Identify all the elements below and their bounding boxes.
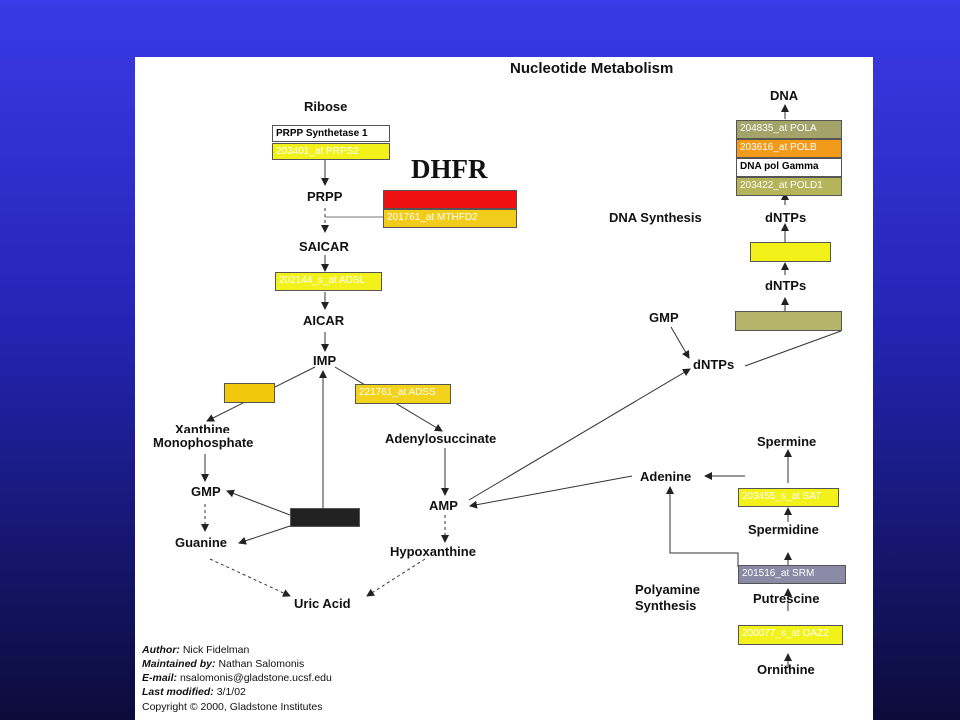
gene-box-black[interactable] bbox=[290, 508, 360, 527]
metabolite-spermine: Spermine bbox=[757, 434, 817, 449]
diagram-title: Nucleotide Metabolism bbox=[510, 60, 674, 77]
metabolite-prpp: PRPP bbox=[307, 189, 343, 204]
metabolite-putrescine: Putrescine bbox=[753, 591, 820, 606]
gene-box-pol-gamma[interactable]: DNA pol Gamma bbox=[736, 158, 842, 177]
gene-box-dna-yellow[interactable] bbox=[750, 242, 831, 262]
metabolite-gmp-left: GMP bbox=[191, 484, 221, 499]
metabolite-monophosphate: Monophosphate bbox=[153, 435, 254, 450]
dhfr-annotation: DHFR bbox=[411, 154, 488, 184]
gene-box-sat[interactable]: 203455_s_at SAT bbox=[738, 488, 839, 507]
credit-email: E-mail: nsalomonis@gladstone.ucsf.edu bbox=[142, 672, 332, 684]
metabolite-hypoxanthine: Hypoxanthine bbox=[390, 544, 476, 559]
metabolite-dna: DNA bbox=[770, 88, 799, 103]
gene-box-adss[interactable]: 221761_at ADSS bbox=[355, 384, 451, 404]
gene-box-prps2[interactable]: 203401_at PRPS2 bbox=[272, 143, 390, 160]
credit-last-modified: Last modified: 3/1/02 bbox=[142, 686, 246, 698]
gene-box-prpp-synthetase[interactable]: PRPP Synthetase 1 bbox=[272, 125, 390, 142]
gene-box-dna-olive[interactable] bbox=[735, 311, 842, 331]
metabolite-saicar: SAICAR bbox=[299, 239, 349, 254]
credit-author: Author: Nick Fidelman bbox=[142, 644, 250, 656]
metabolite-imp: IMP bbox=[313, 353, 337, 368]
metabolite-xanthine: Xanthine bbox=[175, 423, 230, 433]
gene-box-pola[interactable]: 204835_at POLA bbox=[736, 120, 842, 139]
gene-box-srm[interactable]: 201516_at SRM bbox=[738, 565, 846, 584]
gene-box-polb[interactable]: 203616_at POLB bbox=[736, 139, 842, 158]
metabolite-uric-acid: Uric Acid bbox=[294, 596, 351, 611]
slide: Nucleotide Metabolism DHFR Ribose PRPP S… bbox=[135, 57, 873, 720]
credit-maintained: Maintained by: Nathan Salomonis bbox=[142, 658, 305, 670]
metabolite-aicar: AICAR bbox=[303, 313, 345, 328]
metabolite-dntps-bottom: dNTPs bbox=[693, 357, 735, 372]
process-dna-synthesis: DNA Synthesis bbox=[609, 210, 702, 225]
metabolite-gmp-right: GMP bbox=[649, 310, 679, 325]
metabolite-dntps-mid: dNTPs bbox=[765, 278, 807, 293]
gene-box-adsl[interactable]: 202144_s_at ADSL bbox=[275, 272, 382, 291]
metabolite-adenine: Adenine bbox=[640, 469, 692, 484]
metabolite-spermidine: Spermidine bbox=[748, 522, 819, 537]
metabolite-guanine: Guanine bbox=[175, 535, 228, 550]
gene-box-left-unlabeled[interactable] bbox=[224, 383, 275, 403]
gene-box-pold1[interactable]: 203422_at POLD1 bbox=[736, 177, 842, 196]
pathway-arrows bbox=[201, 104, 842, 668]
metabolite-amp: AMP bbox=[429, 498, 458, 513]
metabolite-ribose: Ribose bbox=[304, 99, 348, 114]
gene-box-mthfd2[interactable]: 201761_at MTHFD2 bbox=[383, 209, 517, 228]
process-polyamine-synthesis: Polyamine Synthesis bbox=[635, 582, 701, 613]
credit-copyright: Copyright © 2000, Gladstone Institutes bbox=[142, 701, 323, 713]
metabolite-ornithine: Ornithine bbox=[757, 662, 815, 677]
metabolite-adenylosuccinate: Adenylosuccinate bbox=[385, 431, 497, 446]
gene-box-oaz2[interactable]: 200077_s_at OAZ2 bbox=[738, 625, 843, 645]
gene-box-dhfr[interactable] bbox=[383, 190, 517, 209]
metabolite-dntps-top: dNTPs bbox=[765, 210, 807, 225]
